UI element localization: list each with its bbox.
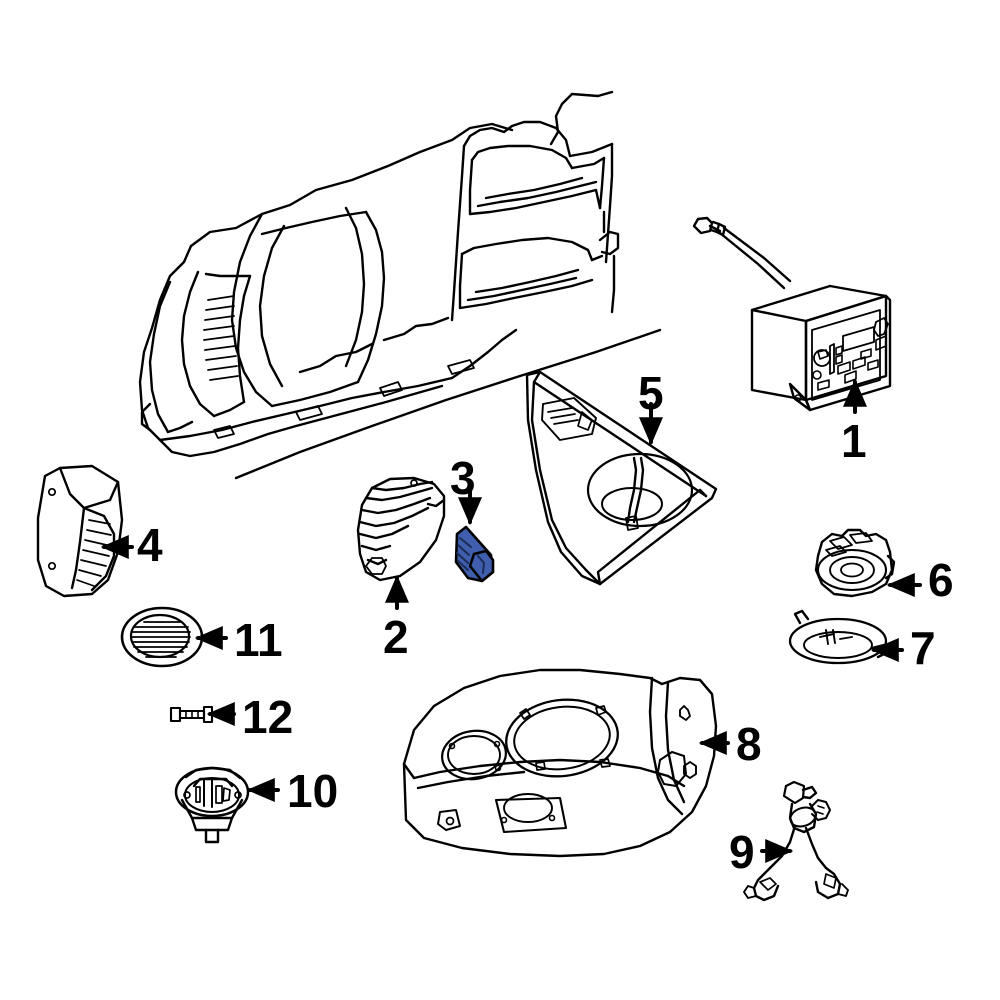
callout-number-1[interactable]: 1 [841,415,867,467]
callout-number-9[interactable]: 9 [729,826,755,878]
callout-number-3[interactable]: 3 [450,452,476,504]
part-2-instrument-panel-speaker [356,476,446,582]
callout-number-4[interactable]: 4 [137,519,163,571]
part-7-tweeter-speaker-grille [788,609,890,665]
part-8-rear-shelf-speaker-panel [402,668,718,858]
callout-number-10[interactable]: 10 [287,765,339,817]
part-10-antenna-base-mount [174,766,250,844]
part-6-tweeter-speaker-assembly [814,528,896,598]
callout-number-6[interactable]: 6 [928,554,954,606]
callout-number-8[interactable]: 8 [736,718,762,770]
part-1-radio-receiver [692,216,892,412]
callout-leader-lines [100,378,922,863]
callout-number-12[interactable]: 12 [242,691,294,743]
part-9-speaker-wiring-harness [743,780,849,902]
callout-number-5[interactable]: 5 [638,367,664,419]
part-11-speaker-grille-round [120,606,204,668]
callout-number-11[interactable]: 11 [234,614,283,666]
part-12-antenna-mounting-screw [169,705,214,724]
part-5-center-console-trim-bezel [525,370,718,586]
part-3-speaker-mounting-bolt [454,525,495,583]
part-4-side-cowl-trim-cover [36,464,124,598]
callout-number-7[interactable]: 7 [910,622,936,674]
instrument-panel-assembly [138,90,662,480]
callout-number-2[interactable]: 2 [383,611,409,663]
